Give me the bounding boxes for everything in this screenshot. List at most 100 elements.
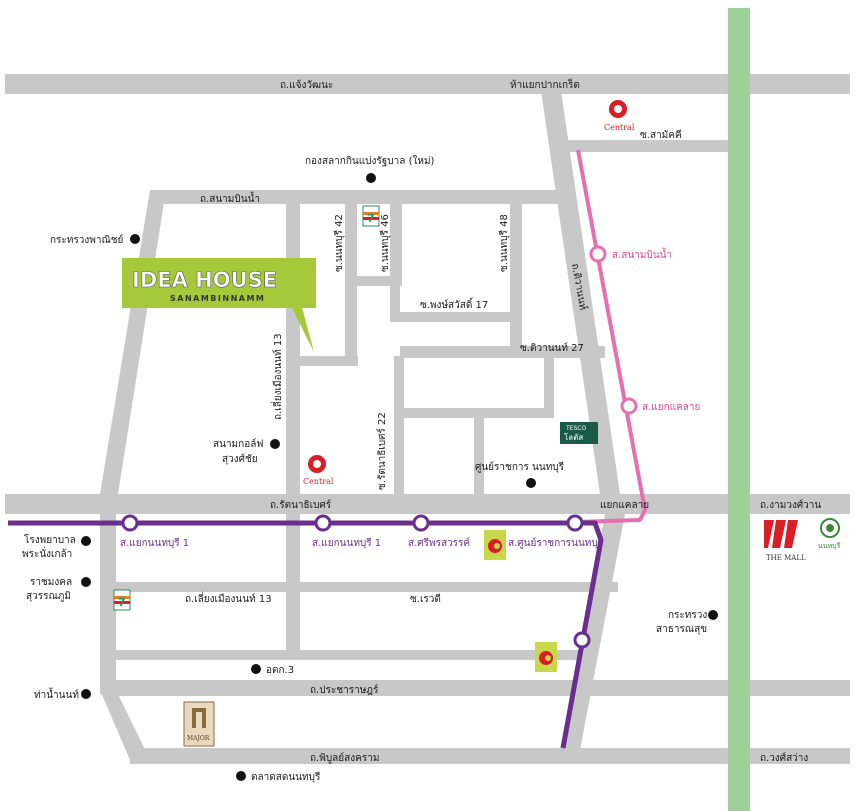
label-station-nonthaburi1b: ส.แยกนนทบุรี 1 <box>312 537 381 549</box>
road-sanambinnam <box>150 190 570 204</box>
label-health-1: กระทรวง <box>668 610 707 621</box>
road-network <box>5 74 850 764</box>
road-liang-mueang-13-v <box>286 200 300 500</box>
dot-golf <box>270 439 280 449</box>
central-wordmark-mid: Central <box>303 477 334 486</box>
station-siphonsawan-marker <box>412 514 430 532</box>
station-south-marker <box>573 631 591 649</box>
dot-market <box>236 771 246 781</box>
road-soi-48 <box>510 200 522 350</box>
central-logo-mid: Central <box>303 455 334 486</box>
label-nonthaburi-46: ซ.นนทบุรี 46 <box>379 214 391 272</box>
station-nonthaburi1a-marker <box>121 514 139 532</box>
label-liang-mueang-13-v: ถ.เลี่ยงเมืองนนท์ 13 <box>270 333 284 420</box>
label-school-2: สุวรรณภูมิ <box>26 591 71 602</box>
label-ngam-wong-wan: ถ.งามวงศ์วาน <box>760 499 821 511</box>
label-pak-kret-junction: ห้าแยกปากเกร็ด <box>510 77 580 91</box>
road-chaeng-watthana <box>5 74 850 94</box>
dot-otk3 <box>251 664 261 674</box>
label-rattanathibet-22: ซ.รัตนาธิเบศร์ 22 <box>376 412 388 490</box>
nonthaburi-center-wordmark: นนทบุรี <box>818 542 841 550</box>
label-otk3: อตก.3 <box>266 665 294 676</box>
seven-eleven-numeral-bottom: 7 <box>118 596 126 609</box>
dot-commerce-ministry <box>130 234 140 244</box>
central-wordmark-top: Central <box>604 123 635 132</box>
major-wordmark: MAJOR <box>187 735 210 742</box>
station-labels: ส.สนามบินน้ำ ส.แยกแคลาย ส.แยกนนทบุรี 1 ส… <box>120 247 700 549</box>
nonthaburi-center-logo: นนทบุรี <box>818 518 841 550</box>
bigc-logo-2 <box>535 642 557 672</box>
label-golf-2: สุวงศ์ชัย <box>222 453 258 465</box>
label-school-1: ราชมงคล <box>30 577 72 588</box>
station-sanambinnam-marker <box>589 245 607 263</box>
road-left-curve <box>100 690 150 760</box>
label-station-siphonsawan: ส.ศรีพรสวรรค์ <box>408 537 470 549</box>
seven-eleven-logo-top: 7 <box>362 205 380 227</box>
road-liang-mueang-13-h <box>108 582 618 592</box>
label-wong-sawang: ถ.วงศ์สว่าง <box>760 752 808 764</box>
bigc-logo-1 <box>484 530 506 560</box>
dot-health <box>708 610 718 620</box>
station-govcenter-marker <box>566 514 584 532</box>
the-mall-wordmark: THE MALL <box>766 554 806 562</box>
dot-lottery-office <box>366 173 376 183</box>
road-pracharat <box>108 680 850 696</box>
seven-eleven-logo-bottom: 7 <box>113 589 131 611</box>
label-rattanathibet: ถ.รัตนาธิเบศร์ <box>270 499 332 511</box>
station-khae-rai-marker <box>620 397 638 415</box>
label-lottery-office: กองสลากกินแบ่งรัฐบาล (ใหม่) <box>305 155 435 167</box>
brand-sub: SANAMBINNAMM <box>170 294 265 303</box>
label-pier: ท่าน้ำนนท์ <box>34 687 79 701</box>
road-soi-46 <box>390 200 402 280</box>
label-sanambinnam-rd: ถ.สนามบินน้ำ <box>200 191 260 205</box>
label-tiwanon-27: ซ.ติวานนท์ 27 <box>520 342 584 354</box>
dot-hospital <box>81 536 91 546</box>
road-soi-samakkhi <box>560 140 730 152</box>
idea-house-callout: IDEA HOUSE SANAMBINNAMM <box>122 258 316 352</box>
label-chaeng-watthana: ถ.แจ้งวัฒนะ <box>280 79 333 91</box>
green-transit-line <box>728 8 750 811</box>
callout-box <box>122 258 316 308</box>
label-nonthaburi-48: ซ.นนทบุรี 48 <box>498 214 510 272</box>
label-station-govcenter: ส.ศูนย์ราชการนนทบุรี <box>508 537 604 549</box>
dot-service-center <box>526 478 536 488</box>
road-tiwanon-27 <box>400 346 605 358</box>
road-rattanathibet <box>5 494 850 514</box>
pink-transit-line <box>574 149 647 524</box>
callout-pointer <box>288 300 314 352</box>
label-hospital-1: โรงพยาบาล <box>24 533 76 546</box>
central-logo-top: Central <box>603 96 635 134</box>
label-market: ตลาดสดนนทบุรี <box>251 771 321 783</box>
road-liang-mueang-13-v2 <box>286 510 300 650</box>
label-pracharat: ถ.ประชาราษฎร์ <box>310 684 379 696</box>
label-golf-1: สนามกอล์ฟ <box>213 438 263 450</box>
label-phibun-songkhram: ถ.พิบูลย์สงคราม <box>310 752 379 764</box>
label-khae-rai-junction: แยกแคลาย <box>600 500 649 511</box>
road-grid-2 <box>298 356 358 366</box>
station-nonthaburi1b-marker <box>314 514 332 532</box>
road-grid-5 <box>544 356 554 418</box>
landmarks: กองสลากกินแบ่งรัฐบาล (ใหม่) กระทรวงพาณิช… <box>22 155 718 783</box>
road-tiwanon <box>540 84 620 494</box>
road-connector-a <box>345 276 402 286</box>
label-station-nonthaburi1a: ส.แยกนนทบุรี 1 <box>120 537 189 549</box>
label-nonthaburi-42: ซ.นนทบุรี 42 <box>333 214 345 272</box>
brand-name: IDEA HOUSE <box>132 268 277 292</box>
road-grid-6 <box>474 408 484 496</box>
label-commerce-ministry: กระทรวงพาณิชย์ <box>50 234 123 246</box>
road-grid-3 <box>394 356 404 496</box>
seven-eleven-numeral-top: 7 <box>367 212 375 225</box>
major-logo: MAJOR <box>183 701 215 747</box>
the-mall-mark-icon <box>764 520 774 548</box>
road-minor-1 <box>108 650 588 660</box>
label-liang-mueang-13-h: ถ.เลี่ยงเมืองนนท์ 13 <box>185 591 272 605</box>
label-soi-rewadi: ซ.เรวดี <box>410 593 441 605</box>
label-station-sanambinnam: ส.สนามบินน้ำ <box>612 247 672 261</box>
tesco-lotus-logo: TESCO โลตัส <box>560 422 598 444</box>
label-station-khae-rai: ส.แยกแคลาย <box>642 402 700 413</box>
road-left-vertical <box>100 494 116 694</box>
tesco-wordmark: TESCO <box>565 425 586 432</box>
label-hospital-2: พระนั่งเกล้า <box>22 546 72 560</box>
purple-transit-line <box>8 520 604 749</box>
